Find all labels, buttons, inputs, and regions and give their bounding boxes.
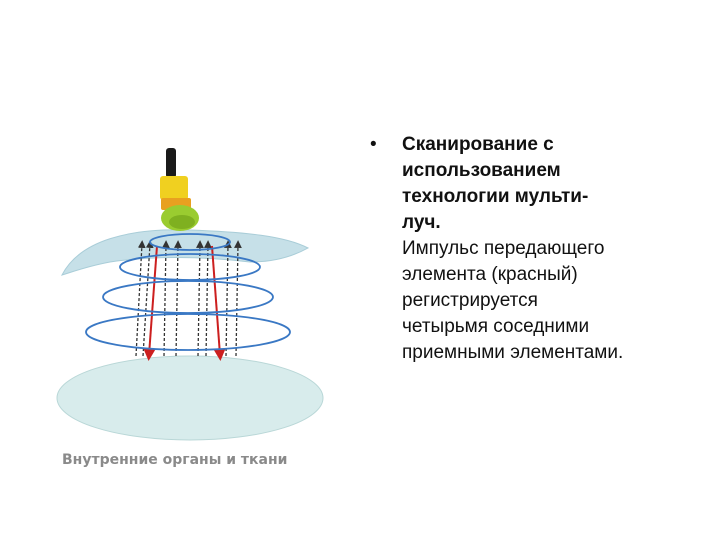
- description-body: Сканирование с использованием технологии…: [402, 132, 700, 366]
- echo-arrow: [234, 240, 242, 357]
- echo-arrow: [174, 240, 182, 357]
- probe-tip-shadow: [169, 215, 195, 229]
- wave-ring: [149, 233, 231, 251]
- multibeam-scan-illustration: [56, 148, 324, 441]
- tissue-ellipse: [56, 355, 324, 441]
- bullet-marker: •: [370, 134, 377, 155]
- pulse-arrow: [211, 245, 226, 361]
- wave-ring: [119, 253, 261, 281]
- probe-body: [160, 176, 188, 200]
- echo-arrow: [204, 240, 212, 357]
- wave-ring: [85, 313, 291, 351]
- description-heading: Сканирование с использованием технологии…: [402, 134, 589, 233]
- wave-rings: [85, 233, 291, 351]
- echo-arrow: [196, 240, 204, 357]
- beam-arrows: [135, 240, 242, 361]
- echo-arrow: [224, 240, 232, 357]
- pulse-arrow: [143, 245, 158, 361]
- description-details: Импульс передающего элемента (красный) р…: [402, 238, 624, 363]
- echo-arrow: [142, 240, 154, 357]
- skin-surface: [61, 229, 310, 276]
- tissue-caption: Внутренние органы и ткани: [62, 452, 288, 468]
- wave-ring: [102, 280, 274, 314]
- probe-cable: [166, 148, 176, 178]
- ultrasound-probe: [160, 148, 199, 231]
- echo-arrow: [162, 240, 170, 357]
- description-text: • Сканирование с использованием технолог…: [370, 132, 700, 366]
- echo-arrow: [135, 240, 146, 357]
